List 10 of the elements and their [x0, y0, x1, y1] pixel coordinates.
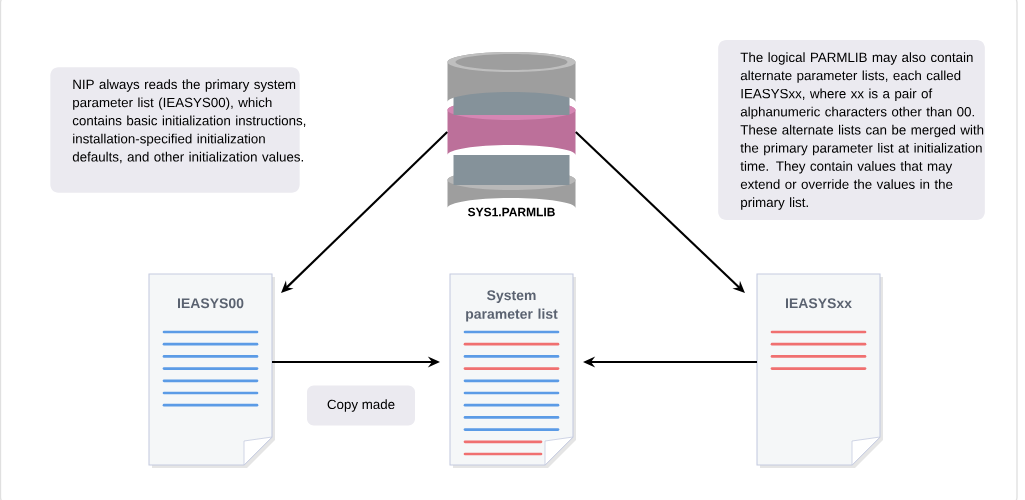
arrow [281, 131, 448, 293]
edge-label: Copy made [307, 385, 415, 426]
note-box: The logical PARMLIB may also contain alternate parameter lists, each called IEASYSxx, where xx is a pair of alphanumeric characters other than 00. These alternate lists can be merged with the primary parameter list at initialization time. They contain values that may extend or override the values in the primary list. [718, 40, 985, 220]
note-box: NIP always reads the primary system parameter list (IEASYS00), which contains basic initialization instructions, installation-specified initialization defaults, and other initialization values. [50, 67, 306, 193]
arrow [575, 131, 745, 293]
document-page: IEASYS00 [148, 273, 275, 468]
database-cylinder [447, 52, 576, 208]
document-page: IEASYSxx [756, 273, 883, 468]
document-page: System parameter list [449, 273, 576, 468]
database-label: SYS1.PARMLIB [467, 207, 555, 217]
